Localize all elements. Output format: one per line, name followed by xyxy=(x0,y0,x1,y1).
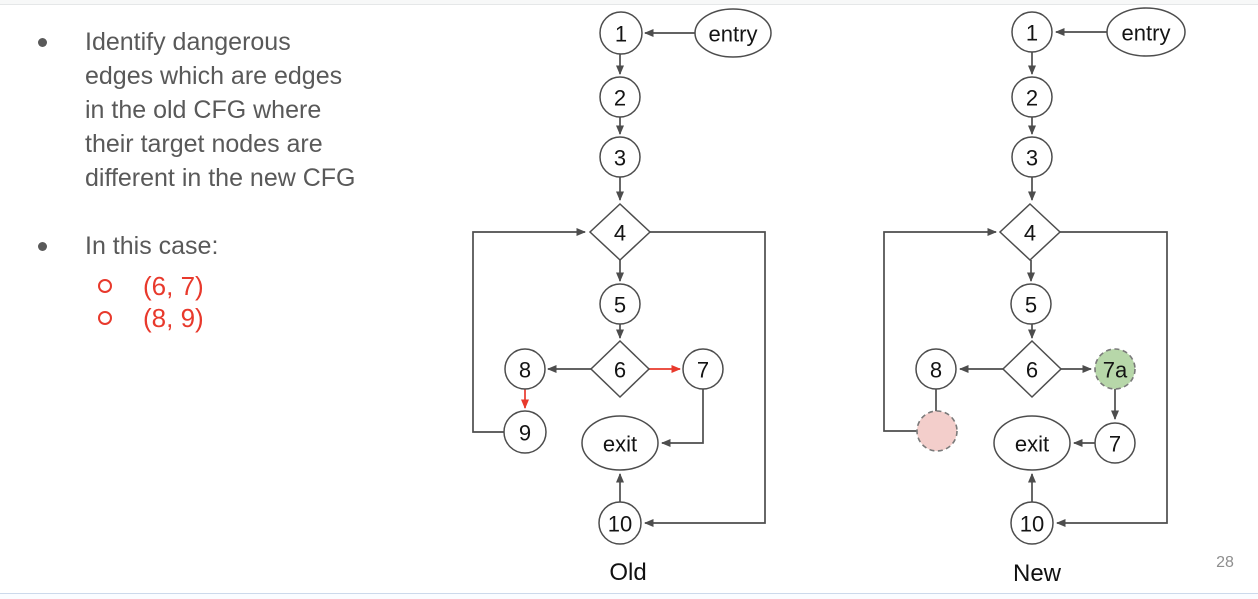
old-edge-4-10 xyxy=(644,231,766,527)
new-node-10-label: 10 xyxy=(1020,512,1044,537)
old-node-exit-label: exit xyxy=(603,432,637,457)
new-node-5 xyxy=(1010,283,1052,325)
old-node-10-label: 10 xyxy=(608,512,632,537)
new-node-6-diamond xyxy=(1001,339,1063,399)
sub-bullet-marker-1 xyxy=(98,279,112,293)
old-node-9-label: 9 xyxy=(519,421,531,446)
bullet-in-this-case: In this case: xyxy=(85,232,219,260)
bottom-slide-edge xyxy=(0,593,1258,599)
dangerous-edge-6-7: (6, 7) xyxy=(143,271,204,301)
new-node-7a-added xyxy=(1094,348,1136,390)
old-node-6-label: 6 xyxy=(614,358,626,383)
old-node-exit xyxy=(581,415,659,471)
new-node-exit xyxy=(993,415,1071,471)
old-node-entry-label: entry xyxy=(709,22,758,47)
new-node-deleted-placeholder xyxy=(916,410,958,452)
new-node-7a-label: 7a xyxy=(1103,358,1128,383)
new-node-5-label: 5 xyxy=(1025,293,1037,318)
new-edge-deleted-4-loop xyxy=(883,228,997,432)
old-node-10 xyxy=(598,501,642,545)
new-node-4-label: 4 xyxy=(1024,221,1036,246)
new-node-10 xyxy=(1010,501,1054,545)
old-node-2 xyxy=(599,76,641,118)
new-node-3 xyxy=(1011,136,1053,178)
dangerous-edge-list: (6, 7) (8, 9) xyxy=(143,270,204,334)
old-node-8 xyxy=(504,348,546,390)
new-node-4-diamond xyxy=(998,202,1062,262)
new-node-1 xyxy=(1011,11,1053,53)
new-node-3-label: 3 xyxy=(1026,146,1038,171)
bullet-line: in the old CFG where xyxy=(85,96,322,124)
old-node-8-label: 8 xyxy=(519,358,531,383)
new-node-6-label: 6 xyxy=(1026,358,1038,383)
page-number: 28 xyxy=(1216,554,1234,571)
old-node-9 xyxy=(503,410,547,454)
dangerous-edge-8-9: (8, 9) xyxy=(143,303,204,333)
old-edge-7-exit xyxy=(661,389,704,447)
new-node-7-label: 7 xyxy=(1109,432,1121,457)
bullet-line: edges which are edges xyxy=(85,62,343,90)
old-node-6-diamond xyxy=(589,339,651,399)
old-node-entry xyxy=(694,8,772,58)
new-node-1-label: 1 xyxy=(1026,21,1038,46)
bullet-line: different in the new CFG xyxy=(85,164,356,192)
old-node-7 xyxy=(682,348,724,390)
new-cfg-caption: New xyxy=(1013,560,1062,587)
old-node-3 xyxy=(599,136,641,178)
old-cfg-caption: Old xyxy=(609,559,646,586)
new-node-entry xyxy=(1106,7,1186,57)
sub-bullet-marker-2 xyxy=(98,311,112,325)
new-node-2 xyxy=(1011,76,1053,118)
old-node-5 xyxy=(599,283,641,325)
old-node-4-diamond xyxy=(588,202,652,262)
old-edge-9-4-loop xyxy=(472,228,586,433)
new-node-exit-label: exit xyxy=(1015,432,1049,457)
bullet-identify-dangerous: Identify dangerous edges which are edges… xyxy=(85,25,356,195)
bullet-line: their target nodes are xyxy=(85,130,323,158)
old-node-7-label: 7 xyxy=(697,358,709,383)
new-edge-4-10 xyxy=(1056,231,1168,527)
old-node-3-label: 3 xyxy=(614,146,626,171)
bullet-marker-2 xyxy=(38,242,47,251)
old-node-4-label: 4 xyxy=(614,221,626,246)
old-node-5-label: 5 xyxy=(614,293,626,318)
new-cfg: entry 1 2 3 4 5 6 8 7a exit 7 10 New xyxy=(883,7,1186,587)
bullet-marker-1 xyxy=(38,38,47,47)
old-node-1 xyxy=(599,11,643,55)
new-node-7 xyxy=(1094,422,1136,464)
new-node-2-label: 2 xyxy=(1026,86,1038,111)
old-cfg: entry 1 2 3 4 5 6 8 7 9 exit 10 Old xyxy=(472,8,772,586)
old-node-2-label: 2 xyxy=(614,86,626,111)
old-node-1-label: 1 xyxy=(615,22,627,47)
new-node-entry-label: entry xyxy=(1122,21,1171,46)
new-node-8 xyxy=(915,348,957,390)
top-window-edge xyxy=(0,0,1258,5)
bullet-line: Identify dangerous xyxy=(85,28,291,56)
new-node-8-label: 8 xyxy=(930,358,942,383)
